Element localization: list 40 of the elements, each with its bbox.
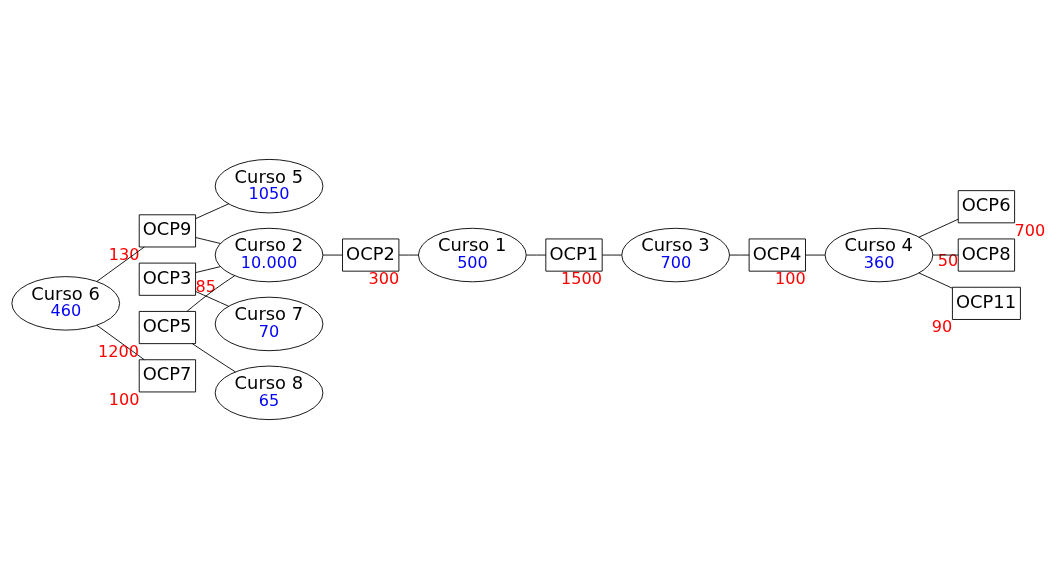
node-box: OCP9 [138, 213, 197, 247]
node-box: OCP1 [545, 238, 603, 272]
connector [398, 254, 419, 255]
node-ellipse: Curso 8 65 [214, 365, 324, 420]
node-box: OCP2 [342, 238, 400, 272]
node-ellipse: Curso 3 700 [621, 227, 730, 282]
connector [932, 254, 959, 255]
node-box: OCP3 [138, 262, 197, 296]
node-label: 90 [931, 316, 953, 336]
node-ellipse: Curso 5 1050 [214, 158, 324, 213]
node-box: OCP6 [957, 189, 1016, 223]
connector [195, 290, 230, 307]
connector [322, 254, 343, 255]
connector [195, 236, 221, 244]
node-label: 85 [195, 276, 217, 296]
node-label: 130 [108, 244, 140, 264]
connector [525, 254, 547, 255]
node-ellipse: Curso 4 360 [824, 227, 934, 282]
node-label: 50 [937, 250, 959, 270]
connector [805, 254, 826, 255]
connector [195, 265, 221, 273]
connector [96, 246, 145, 282]
connector [918, 271, 953, 289]
node-ellipse: Curso 1 500 [418, 227, 527, 282]
node-box: OCP11 [951, 286, 1021, 320]
connector [195, 202, 230, 219]
connector [186, 274, 236, 312]
node-ellipse: Curso 6 460 [11, 275, 121, 331]
connector [602, 254, 623, 255]
node-label: 700 [1014, 220, 1046, 240]
connector [191, 342, 236, 372]
node-box: OCP7 [138, 358, 197, 392]
node-ellipse: Curso 2 10.000 [214, 227, 324, 282]
connector [729, 254, 750, 255]
node-box: OCP8 [957, 238, 1016, 272]
node-ellipse: Curso 7 70 [214, 296, 324, 351]
node-box: OCP4 [748, 238, 806, 272]
node-label: 100 [108, 389, 140, 409]
connector [918, 218, 959, 238]
node-box: OCP5 [138, 310, 197, 344]
